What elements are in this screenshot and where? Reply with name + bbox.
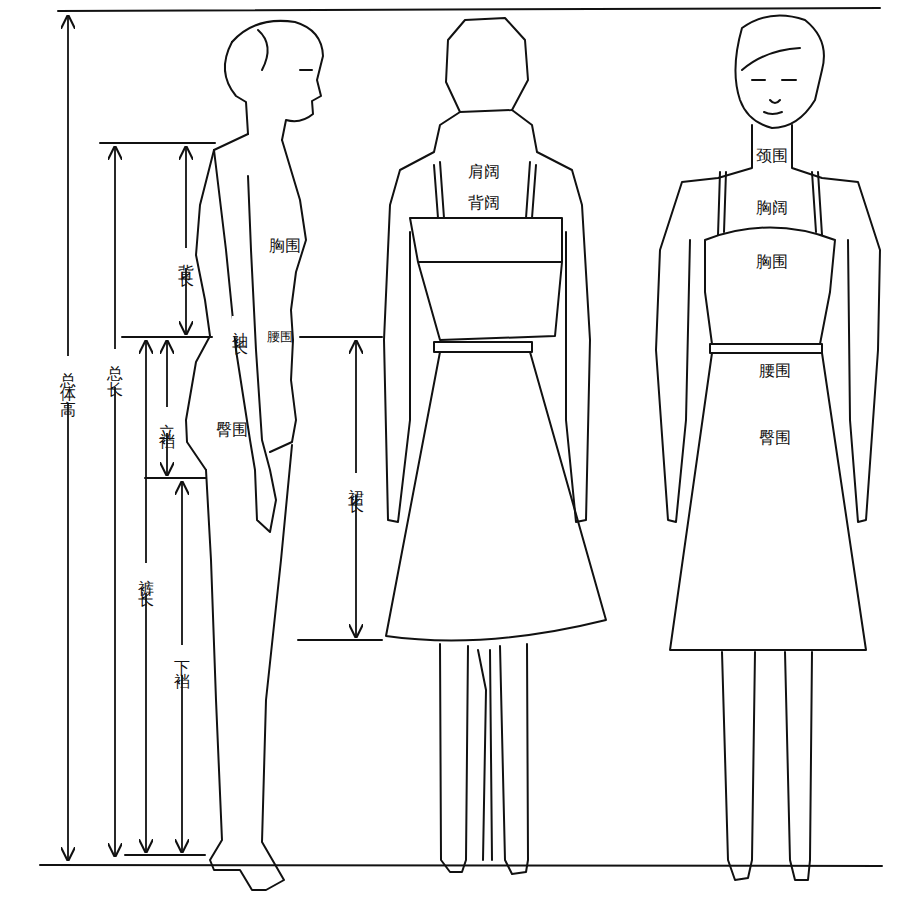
rise-label: 立裆 [159,407,175,433]
waist-label: 腰围 [759,363,791,379]
side-figure [186,21,323,890]
bust-label: 胸围 [269,238,301,254]
inseam-label: 下裆 [174,645,190,675]
hip-label: 臀围 [216,422,248,438]
skirt-label: 裙长 [348,473,364,495]
shoulder-label: 肩阔 [468,164,500,180]
length-label: 总长 [107,349,123,387]
trouser-label: 裤长 [138,563,154,593]
back-length-label: 背长 [178,248,194,268]
waist-label: 腰围 [267,330,293,343]
chest-width-label: 胸阔 [756,200,788,216]
back-figure [384,18,606,874]
height-label: 总体高 [60,356,76,404]
dimension-arrows [68,16,356,860]
front-figure [656,16,880,881]
reference-lines [40,8,882,866]
bust-label: 胸围 [756,254,788,270]
back-width-label: 背阔 [468,195,500,211]
neck-label: 颈围 [756,148,788,164]
sleeve-label: 袖长 [232,316,248,336]
hip-label: 臀围 [759,430,791,446]
